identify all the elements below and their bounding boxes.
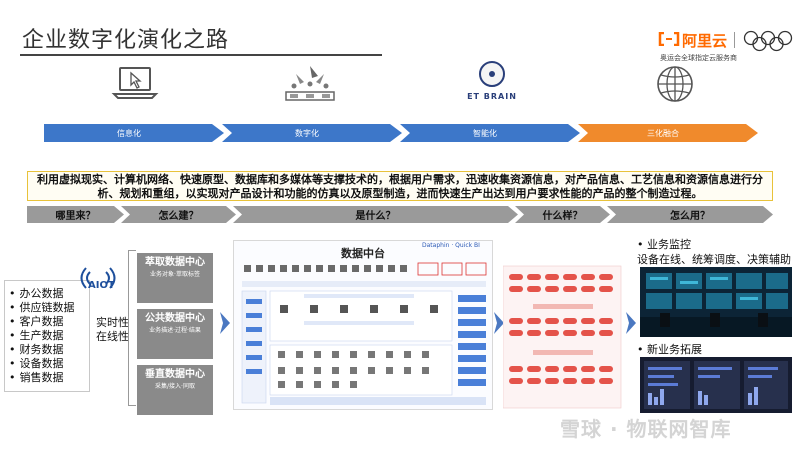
- control-room-screens: [640, 267, 792, 337]
- flow-arrow-icon: [626, 312, 636, 334]
- monitor-title: 业务监控: [647, 238, 691, 251]
- monitor-description: 设备在线、统筹调度、决策辅助: [637, 253, 791, 266]
- panel-subtitle: 采集/接入·同取: [155, 383, 195, 390]
- question-how-build: 怎么建？: [121, 206, 236, 223]
- stage-digitalization: 数字化: [222, 124, 402, 142]
- list-item: 生产数据: [9, 329, 85, 343]
- aiot-label: AIOT: [88, 280, 115, 291]
- list-item: 设备数据: [9, 357, 85, 371]
- stage-intelligentization: 智能化: [400, 124, 580, 142]
- question-where-from: 哪里来？: [27, 206, 124, 223]
- public-data-center: 公共数据中心 业务描述·过程·结果: [137, 309, 213, 359]
- list-item: 客户数据: [9, 315, 85, 329]
- brand-logo: 阿里云 奥运会全球指定云服务商: [658, 30, 796, 70]
- title-underline: [20, 54, 382, 56]
- list-item: 财务数据: [9, 343, 85, 357]
- definition-text: 利用虚拟现实、计算机网络、快速原型、数据库和多媒体等支撑技术的，根据用户需求，迅…: [27, 171, 773, 201]
- question-how-use: 怎么用？: [607, 206, 773, 223]
- application-schematic: [502, 265, 622, 409]
- data-center-column: 萃取数据中心 业务对象·萃取标签 公共数据中心 业务描述·过程·结果 垂直数据中…: [137, 243, 213, 415]
- dashboard-panels: [640, 357, 792, 413]
- question-what-is: 是什么？: [233, 206, 518, 223]
- data-platform-diagram: 数据中台 Dataphin · Quick BI: [233, 240, 493, 410]
- aliyun-logo-icon: [658, 32, 680, 46]
- dashboard-image: [640, 357, 792, 413]
- platform-schematic: [241, 262, 487, 405]
- stage-label: 智能化: [473, 128, 497, 138]
- platform-title: 数据中台: [341, 247, 385, 260]
- control-room-image: [640, 267, 792, 337]
- panel-subtitle: 业务对象·萃取标签: [150, 271, 200, 278]
- panel-subtitle: 业务描述·过程·结果: [149, 327, 201, 334]
- realtime-online-label: 实时性 在线性: [96, 316, 129, 344]
- left-bracket: [128, 250, 136, 406]
- stage-label: 三化融合: [647, 128, 679, 138]
- expand-title: 新业务拓展: [647, 343, 702, 356]
- expand-bullet: • 新业务拓展: [637, 343, 702, 356]
- online-label: 在线性: [96, 330, 129, 343]
- realtime-label: 实时性: [96, 316, 129, 329]
- laptop-cursor-icon: [111, 67, 159, 99]
- et-brain-label: ET BRAIN: [467, 92, 517, 101]
- watermark: 雪球 · 物联网智库: [560, 417, 732, 441]
- robot-arm-factory-icon: [285, 66, 335, 101]
- brand-separator: [734, 32, 735, 48]
- page-title: 企业数字化演化之路: [22, 28, 230, 53]
- data-source-list: 办公数据 供应链数据 客户数据 生产数据 财务数据 设备数据 销售数据: [4, 280, 90, 392]
- flow-arrow-icon: [494, 312, 504, 334]
- brain-circle-icon: [479, 61, 505, 87]
- et-brain-icon: ET BRAIN: [462, 58, 522, 108]
- stage-informatization: 信息化: [44, 124, 224, 142]
- extract-data-center: 萃取数据中心 业务对象·萃取标签: [137, 253, 213, 303]
- panel-title: 萃取数据中心: [145, 257, 205, 268]
- brand-subtitle: 奥运会全球指定云服务商: [660, 54, 737, 62]
- monitor-bullet: • 业务监控: [637, 238, 691, 251]
- list-item: 供应链数据: [9, 301, 85, 315]
- stage-label: 数字化: [295, 128, 319, 138]
- question-what-like: 什么样？: [515, 206, 610, 223]
- vertical-data-center: 垂直数据中心 采集/接入·同取: [137, 365, 213, 415]
- panel-title: 垂直数据中心: [145, 369, 205, 380]
- application-layer: [502, 262, 623, 412]
- stage-label: 信息化: [117, 128, 141, 138]
- stage-three-fusion: 三化融合: [578, 124, 758, 142]
- list-item: 办公数据: [9, 287, 85, 301]
- brand-name: 阿里云: [682, 32, 728, 50]
- globe-icon: [657, 66, 693, 102]
- platform-logos: Dataphin · Quick BI: [422, 242, 480, 249]
- flow-arrow-icon: [220, 312, 230, 334]
- aiot-signal-icon: [80, 267, 116, 289]
- panel-title: 公共数据中心: [145, 313, 205, 324]
- list-item: 销售数据: [9, 371, 85, 385]
- olympic-rings-icon: [743, 30, 793, 52]
